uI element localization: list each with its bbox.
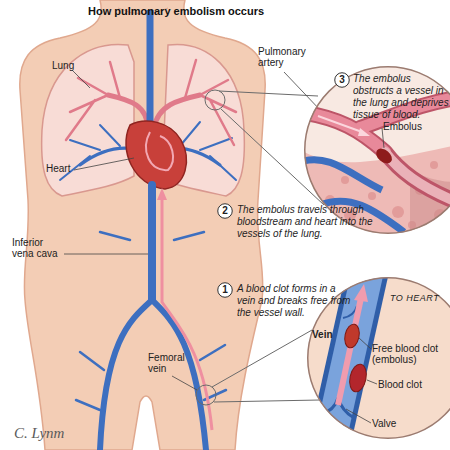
part-label: Embolus (383, 121, 443, 132)
callout-number-text: 1 (217, 282, 233, 298)
body-outline (20, 0, 265, 450)
vessel-label: Inferior vena cava (12, 237, 66, 259)
part-label: Free blood clot (embolus) (372, 343, 448, 365)
torso-silhouette (20, 0, 265, 450)
organ-label: Heart (46, 163, 86, 174)
heart-shape (126, 121, 186, 189)
heart-flow-arrow (146, 132, 173, 170)
badge-circle (218, 204, 233, 219)
organ-label: Lung (52, 60, 92, 71)
diagram-title: How pulmonary embolism occurs (88, 5, 264, 18)
badge-circle (218, 283, 233, 298)
callout-number: 1 (217, 282, 233, 298)
part-label: Vein (312, 329, 342, 340)
callout-number: 3 (334, 72, 350, 88)
part-label: Valve (372, 418, 412, 429)
zoom-leader-lines (196, 90, 324, 405)
lungs (42, 44, 245, 196)
callout-number: 2 (217, 203, 233, 219)
superior-vena-cava (147, 10, 154, 128)
venous-system (76, 185, 226, 450)
left-lung (42, 44, 134, 196)
direction-label: TO HEART (390, 293, 446, 304)
step-description: The embolus travels through bloodstream … (237, 204, 379, 240)
step-description: The embolus obstructs a vessel in the lu… (353, 73, 449, 121)
vessel-label: Pulmonary artery (258, 46, 314, 68)
callout-number-text: 3 (334, 72, 350, 88)
artist-signature: C. Lynm (14, 425, 94, 441)
embolus-path (157, 188, 212, 430)
badge-circle (335, 73, 350, 88)
callout-number-text: 2 (217, 203, 233, 219)
part-label: Blood clot (378, 379, 438, 390)
step-description: A blood clot forms in a vein and breaks … (237, 283, 351, 319)
vessel-label: Femoral vein (148, 352, 194, 374)
